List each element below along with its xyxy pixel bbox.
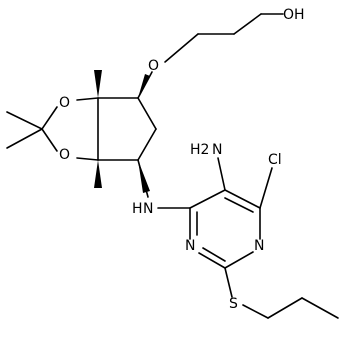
bond-s-ch2 bbox=[242, 304, 269, 319]
bond-pyr-n1-c2 bbox=[224, 251, 254, 269]
bond-pyr-c4-c5 bbox=[189, 189, 226, 209]
bond-cq-me1 bbox=[6, 111, 43, 130]
bond-c5-nh2 bbox=[217, 157, 226, 191]
bond-lines bbox=[6, 13, 339, 319]
bond-ch2-ch3-propyl bbox=[301, 297, 339, 319]
bond-ch2-ch2 bbox=[233, 13, 262, 35]
bond-cq-me2 bbox=[6, 128, 43, 149]
atom-label-o-ether: O bbox=[148, 58, 159, 74]
bond-pyr-c5-c6-inner bbox=[224, 197, 254, 213]
atom-label-s: S bbox=[229, 296, 238, 312]
stereo-wedges bbox=[94, 70, 150, 193]
bond-c2-s bbox=[224, 267, 233, 298]
bond-pyr-c2-n3 bbox=[198, 252, 226, 269]
bond-c2-otop bbox=[76, 97, 99, 101]
atom-label-nh2-h2: H2 bbox=[190, 142, 209, 158]
atom-label-nh2-n: N bbox=[212, 142, 222, 158]
bond-pyr-c2-n3-inner bbox=[202, 247, 226, 262]
atom-label-o-bottom: O bbox=[59, 147, 70, 163]
wedge-c3-h bbox=[94, 160, 102, 188]
bond-otop-cq bbox=[41, 106, 58, 130]
atom-label-n-link: N bbox=[143, 201, 153, 217]
atom-label-n-ring-left: N bbox=[185, 238, 195, 254]
wedge-c4-n bbox=[138, 160, 150, 193]
wedge-c2-h bbox=[94, 70, 102, 98]
wedge-c1-oether bbox=[138, 74, 150, 98]
bond-ch2-oether bbox=[164, 33, 199, 63]
atom-label-cl: Cl bbox=[268, 152, 282, 168]
bond-ch2-ch2-propyl bbox=[267, 297, 303, 319]
atom-label-n-ring-right: N bbox=[254, 238, 264, 254]
atom-label-o-top: O bbox=[59, 95, 70, 111]
atom-label-h-link: H bbox=[132, 201, 143, 217]
atom-label-oh: OH bbox=[283, 7, 305, 23]
bond-c5-c1 bbox=[137, 97, 157, 130]
atom-labels: OH O O O N H N H2 Cl N N S bbox=[59, 7, 305, 312]
bond-pyr-c5-c6 bbox=[224, 189, 261, 209]
bond-c3-obottom bbox=[76, 157, 99, 161]
bond-obottom-cq bbox=[41, 128, 58, 152]
bond-c6-cl bbox=[259, 167, 273, 209]
bond-c4-c5 bbox=[137, 128, 157, 161]
